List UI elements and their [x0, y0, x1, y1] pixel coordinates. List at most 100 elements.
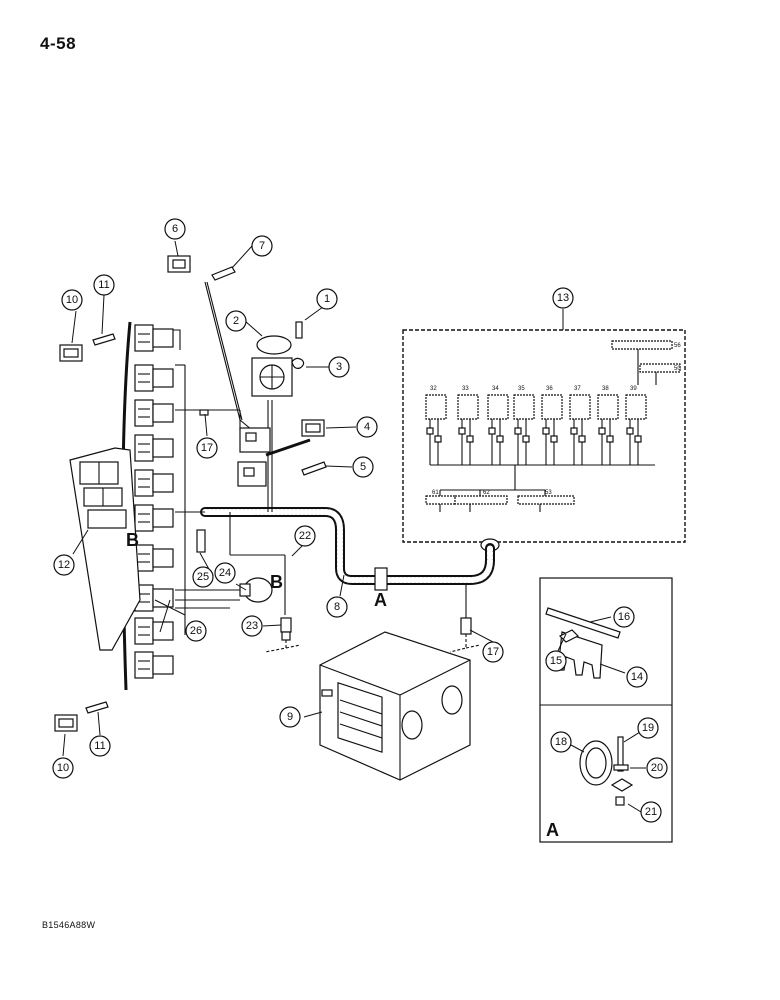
callout-23: 23: [241, 615, 263, 637]
callout-label: 3: [336, 361, 342, 373]
flasher-pin: [295, 321, 303, 339]
connector-number-38: 38: [602, 386, 609, 392]
drawing-id: B1546A88W: [42, 920, 96, 930]
connector-cell: [569, 394, 591, 465]
inline-fuse-17: [199, 409, 209, 416]
connector-cell: [513, 394, 535, 465]
callout-15: 15: [545, 650, 567, 672]
connector-number-61: 61: [432, 490, 439, 496]
terminal-7: [211, 266, 236, 281]
detail-box-a: [539, 577, 673, 843]
leader-lines: [62, 240, 646, 813]
terminal-11-lower: [85, 701, 109, 714]
connector-number-33: 33: [462, 386, 469, 392]
callout-label: 24: [219, 567, 231, 579]
harness-clamp-a: [374, 567, 388, 591]
fuse-block: [134, 469, 174, 497]
fuse-block: [134, 504, 174, 532]
main-harness-8: [200, 507, 495, 585]
connector-number-53: 53: [545, 490, 552, 496]
callout-10-2: 10: [52, 757, 74, 779]
ring-terminal: [291, 357, 305, 369]
callout-13: 13: [552, 287, 574, 309]
callout-label: 12: [58, 559, 70, 571]
fuse-block: [134, 617, 174, 645]
callout-11-2: 11: [89, 735, 111, 757]
power-wire: [204, 281, 253, 431]
callout-label: 19: [642, 722, 654, 734]
switch-panel-12: [69, 447, 141, 651]
callout-label: 7: [259, 240, 265, 252]
connector-cell: [541, 394, 563, 465]
connector-detail-box: [402, 329, 686, 543]
clamp-detail-upper: [545, 607, 621, 679]
callout-label: 21: [645, 806, 657, 818]
callout-17: 17: [196, 437, 218, 459]
callout-label: 13: [557, 292, 569, 304]
connector-number-35: 35: [518, 386, 525, 392]
connector-number-62: 62: [483, 490, 490, 496]
connector-number-56: 56: [674, 343, 681, 349]
section-letter-b-panel: B: [126, 530, 139, 550]
terminal-11-upper: [92, 333, 116, 346]
callout-8: 8: [326, 596, 348, 618]
callout-18: 18: [550, 731, 572, 753]
connector-cell: [597, 394, 619, 465]
callout-label: 25: [197, 571, 209, 583]
callout-label: 5: [360, 461, 366, 473]
callout-group: 1234567891010111112131415161717181920212…: [52, 218, 668, 823]
callout-7: 7: [251, 235, 273, 257]
callout-19: 19: [637, 717, 659, 739]
resistor-25: [196, 529, 206, 553]
fuse-block: [134, 434, 174, 462]
callout-label: 8: [334, 601, 340, 613]
connector-number-34: 34: [492, 386, 499, 392]
connector-number-32: 32: [430, 386, 437, 392]
clamp-detail-lower: [579, 736, 634, 806]
fuse-block: [134, 584, 174, 612]
callout-14: 14: [626, 666, 648, 688]
callout-9: 9: [279, 706, 301, 728]
callout-2: 2: [225, 310, 247, 332]
connector-number-36: 36: [546, 386, 553, 392]
section-letter-a-detail: A: [546, 820, 559, 840]
callout-11: 11: [93, 274, 115, 296]
connector-detail-contents: [425, 340, 681, 512]
callout-label: 10: [57, 762, 69, 774]
connector-cell: [457, 394, 479, 465]
callout-3: 3: [328, 356, 350, 378]
callout-label: 23: [246, 620, 258, 632]
fuse-block: [134, 399, 174, 427]
connector-17-lower: [460, 617, 472, 635]
callout-6: 6: [164, 218, 186, 240]
callout-label: 11: [98, 279, 109, 291]
callout-label: 4: [364, 421, 370, 433]
callout-label: 17: [487, 646, 499, 658]
fuse-block: [134, 364, 174, 392]
callout-label: 9: [287, 711, 293, 723]
callout-label: 10: [66, 294, 78, 306]
callout-21: 21: [640, 801, 662, 823]
callout-label: 26: [190, 625, 202, 637]
callout-20: 20: [646, 757, 668, 779]
callout-label: 17: [201, 442, 213, 454]
fuse-block: [134, 324, 174, 352]
callout-label: 15: [550, 655, 562, 667]
connector-number-39: 39: [630, 386, 637, 392]
connector-cell: [487, 394, 509, 465]
connector-cell: [625, 394, 647, 465]
heater-unit-9: [319, 631, 471, 781]
flasher-cap: [256, 335, 292, 355]
callout-label: 22: [299, 530, 311, 542]
callout-22: 22: [294, 525, 316, 547]
callout-label: 11: [94, 740, 105, 752]
callout-label: 20: [651, 762, 663, 774]
connector-23: [280, 617, 292, 633]
relay-block-upper: [239, 427, 271, 453]
fuse-block: [134, 651, 174, 679]
connector-number-37: 37: [574, 386, 581, 392]
callout-label: 14: [631, 671, 643, 683]
callout-16: 16: [613, 606, 635, 628]
